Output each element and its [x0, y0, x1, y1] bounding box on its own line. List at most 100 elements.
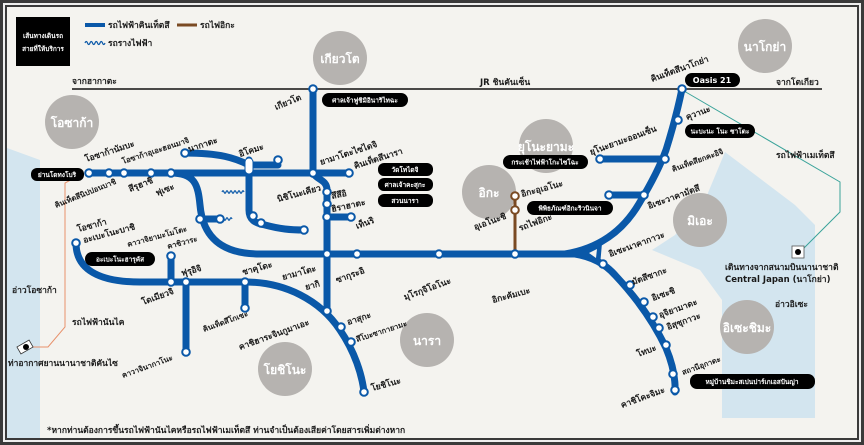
tram-symbol: [221, 190, 245, 194]
city-label-nagoya: นาโกย่า: [744, 39, 786, 54]
station-marker: [673, 115, 683, 125]
city-yoshino: [258, 342, 312, 396]
station-marker: [71, 238, 81, 248]
legend-iga-label: รถไฟอิกะ: [200, 20, 235, 31]
jr-from-tokyo: จากโตเกียว: [776, 77, 819, 88]
station-marker: [166, 251, 176, 261]
footnote: *หากท่านต้องการขึ้นรถไฟฟ้านันไคหรือรถไฟฟ…: [47, 423, 405, 436]
legend-title-line1: เส้นทางเดินรถ: [23, 31, 63, 40]
station-marker: [625, 280, 635, 290]
station-marker: [195, 214, 205, 224]
label-osaka-bay: อ่าวโอซาก้า: [12, 285, 57, 296]
city-nagoya: [738, 19, 792, 73]
jr-shinkansen-label: JR ชินคันเซ็น: [479, 75, 530, 88]
city-kyoto: [313, 31, 367, 85]
label-tsutsui: สึสึอิ: [330, 188, 347, 202]
label-chubu-airport-1: เดินทางจากสนามบินนานาชาติ: [725, 262, 839, 273]
station-marker: [344, 168, 354, 178]
tag-nara-park: สวนนารา: [391, 197, 419, 205]
city-osaka: [45, 95, 99, 149]
city-label-nara: นารา: [413, 334, 441, 348]
station-marker: [322, 187, 332, 197]
city-label-iga: อิกะ: [479, 186, 500, 200]
station-marker: [322, 306, 332, 316]
station-marker: [322, 249, 332, 259]
city-iseshima: [720, 300, 774, 354]
city-label-kyoto: เกียวโต: [320, 51, 360, 66]
station-marker: [654, 323, 664, 333]
legend-title-box: [16, 17, 70, 66]
station-marker: [181, 347, 191, 357]
legend: เส้นทางเดินรถ สายที่ให้บริการ รถไฟฟ้าคิน…: [16, 17, 235, 66]
station-marker: [308, 84, 318, 94]
station-marker: [240, 303, 250, 313]
station-markers[interactable]: [71, 84, 687, 397]
station-marker: [322, 199, 332, 209]
station-marker: [510, 191, 520, 201]
jr-from-hakata: จากฮากาตะ: [72, 77, 117, 87]
station-marker: [166, 277, 176, 287]
station-marker: [119, 168, 129, 178]
tag-ninja-museum: พิพิธภัณฑ์อิกะริวนินจา: [538, 205, 601, 213]
station-marker: [181, 277, 191, 287]
station-marker: [84, 168, 94, 178]
station-marker: [595, 154, 605, 164]
osaka-bay-water: [7, 148, 40, 438]
station-marker: [639, 297, 649, 307]
tag-abeno-harukas: อะเบะโนะฮารุคัส: [96, 255, 144, 264]
tram-legend-swatch: [84, 40, 106, 46]
label-chubu-airport-2: Central Japan (นาโกย่า): [725, 274, 831, 285]
tag-kasuga: ศาลเจ้าคะสุกะ: [385, 180, 426, 189]
label-ise-bay: อ่าวอิเซะ: [775, 299, 808, 310]
label-meitetsu-line: รถไฟฟ้าเมเท็ตสึ: [776, 148, 836, 161]
station-marker: [510, 205, 520, 215]
station-marker: [104, 168, 114, 178]
station-marker: [648, 312, 658, 322]
label-furuichi: ฟุรุอิจิ: [180, 263, 203, 279]
label-kansai-airport: ท่าอากาศยานนานาชาติคันไซ: [8, 358, 118, 369]
station-marker: [146, 168, 156, 178]
city-label-yunoyama: ยุโนะยามะ: [518, 139, 574, 155]
tag-todaiji: วัดโทไดจิ: [392, 165, 419, 174]
station-marker: [240, 277, 250, 287]
station-marker: [256, 218, 266, 228]
station-marker: [352, 249, 362, 259]
tag-dotonbori: ย่านโดทงโบริ: [38, 170, 77, 179]
station-marker: [308, 168, 318, 178]
city-mie: [673, 193, 727, 247]
station-marker: [510, 249, 520, 259]
city-label-mie: มิเอะ: [687, 214, 713, 228]
station-marker: [180, 148, 190, 158]
station-marker: [299, 225, 309, 235]
tag-shima-spain-village: หมู่บ้านชิมะสเปนปาร์เกเอสปันญ่า: [705, 377, 798, 387]
station-marker: [677, 84, 687, 94]
city-label-osaka: โอซาก้า: [50, 115, 94, 130]
station-marker: [598, 259, 608, 269]
station-marker: [661, 340, 671, 350]
station-marker: [336, 322, 346, 332]
city-iga: [462, 165, 516, 219]
label-nankai-line: รถไฟฟ้านันไค: [72, 317, 125, 328]
kansai-airport-icon: [16, 339, 34, 355]
legend-title-line2: สายที่ให้บริการ: [22, 43, 64, 53]
tag-gozaisho-ropeway: กระเช้าไฟฟ้าโกะไซโฉะ: [511, 158, 579, 167]
legend-tram-label: รถรางไฟฟ้า: [108, 38, 153, 49]
station-marker: [604, 190, 614, 200]
junction-triangle: [580, 243, 602, 266]
station-marker-ikoma[interactable]: [244, 157, 254, 175]
attraction-tags: ศาลเจ้าฟูชิมิอินาริไทฉะ วัดโทไดจิ ศาลเจ้…: [31, 73, 815, 389]
meitetsu-line: [683, 90, 841, 253]
station-marker: [668, 369, 678, 379]
station-marker: [346, 337, 356, 347]
station-marker: [346, 212, 356, 222]
station-marker: [434, 249, 444, 259]
tag-nabana: นะบะนะ โนะ ซาโตะ: [691, 127, 750, 136]
city-label-iseshima: อิเซะชิมะ: [723, 321, 771, 335]
station-marker: [639, 190, 649, 200]
tag-fushimi-inari: ศาลเจ้าฟูชิมิอินาริไทฉะ: [332, 96, 398, 106]
station-marker: [660, 154, 670, 164]
city-nara: [400, 313, 454, 367]
station-marker: [166, 168, 176, 178]
minami-osaka-yoshino-line: [72, 239, 368, 396]
